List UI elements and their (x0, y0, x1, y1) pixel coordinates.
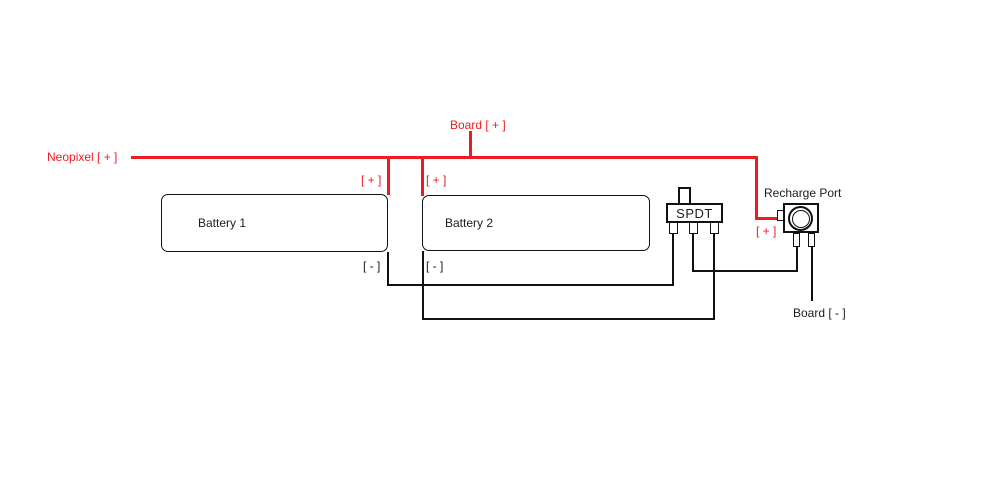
battery2-positive-label: [ + ] (426, 173, 447, 187)
spdt-pin-2 (689, 222, 698, 234)
recharge-pin1-wire (796, 246, 798, 272)
recharge-positive-label: [ + ] (756, 224, 777, 238)
battery2-negative-label: [ - ] (426, 259, 444, 273)
spdt-label: SPDT (676, 205, 713, 221)
battery2-negative-wire-down (422, 251, 424, 320)
recharge-port-jack-inner (792, 210, 810, 228)
spdt-to-recharge-wire (692, 270, 798, 272)
battery1-negative-wire-down (387, 252, 389, 286)
spdt-pin-3 (710, 222, 719, 234)
recharge-positive-wire-vertical (755, 156, 758, 220)
board-negative-wire (811, 246, 813, 301)
battery1-box: Battery 1 (161, 194, 388, 252)
battery1-negative-label: [ - ] (363, 259, 381, 273)
battery2-label: Battery 2 (445, 216, 494, 230)
recharge-port-pin-2 (808, 233, 815, 247)
battery1-positive-wire (387, 156, 390, 195)
battery1-label: Battery 1 (198, 216, 247, 230)
board-positive-label: Board [ + ] (450, 118, 506, 132)
spdt-pin1-wire (672, 233, 674, 286)
recharge-port-pin-1 (793, 233, 800, 247)
board-positive-stub-wire (469, 131, 472, 159)
battery2-box: Battery 2 (422, 195, 650, 251)
neopixel-positive-label: Neopixel [ + ] (47, 150, 118, 164)
spdt-pin3-wire (713, 233, 715, 320)
spdt-pin-1 (669, 222, 678, 234)
positive-bus-wire (131, 156, 758, 159)
battery1-negative-wire-across (387, 284, 674, 286)
spdt-pin2-wire-down (692, 233, 694, 272)
spdt-switch-body: SPDT (666, 203, 723, 223)
battery2-negative-wire-across (422, 318, 715, 320)
battery1-positive-label: [ + ] (361, 173, 382, 187)
battery2-positive-wire (421, 156, 424, 196)
recharge-positive-wire-horizontal (755, 217, 779, 220)
recharge-port-label: Recharge Port (764, 186, 842, 200)
board-negative-label: Board [ - ] (793, 306, 846, 320)
